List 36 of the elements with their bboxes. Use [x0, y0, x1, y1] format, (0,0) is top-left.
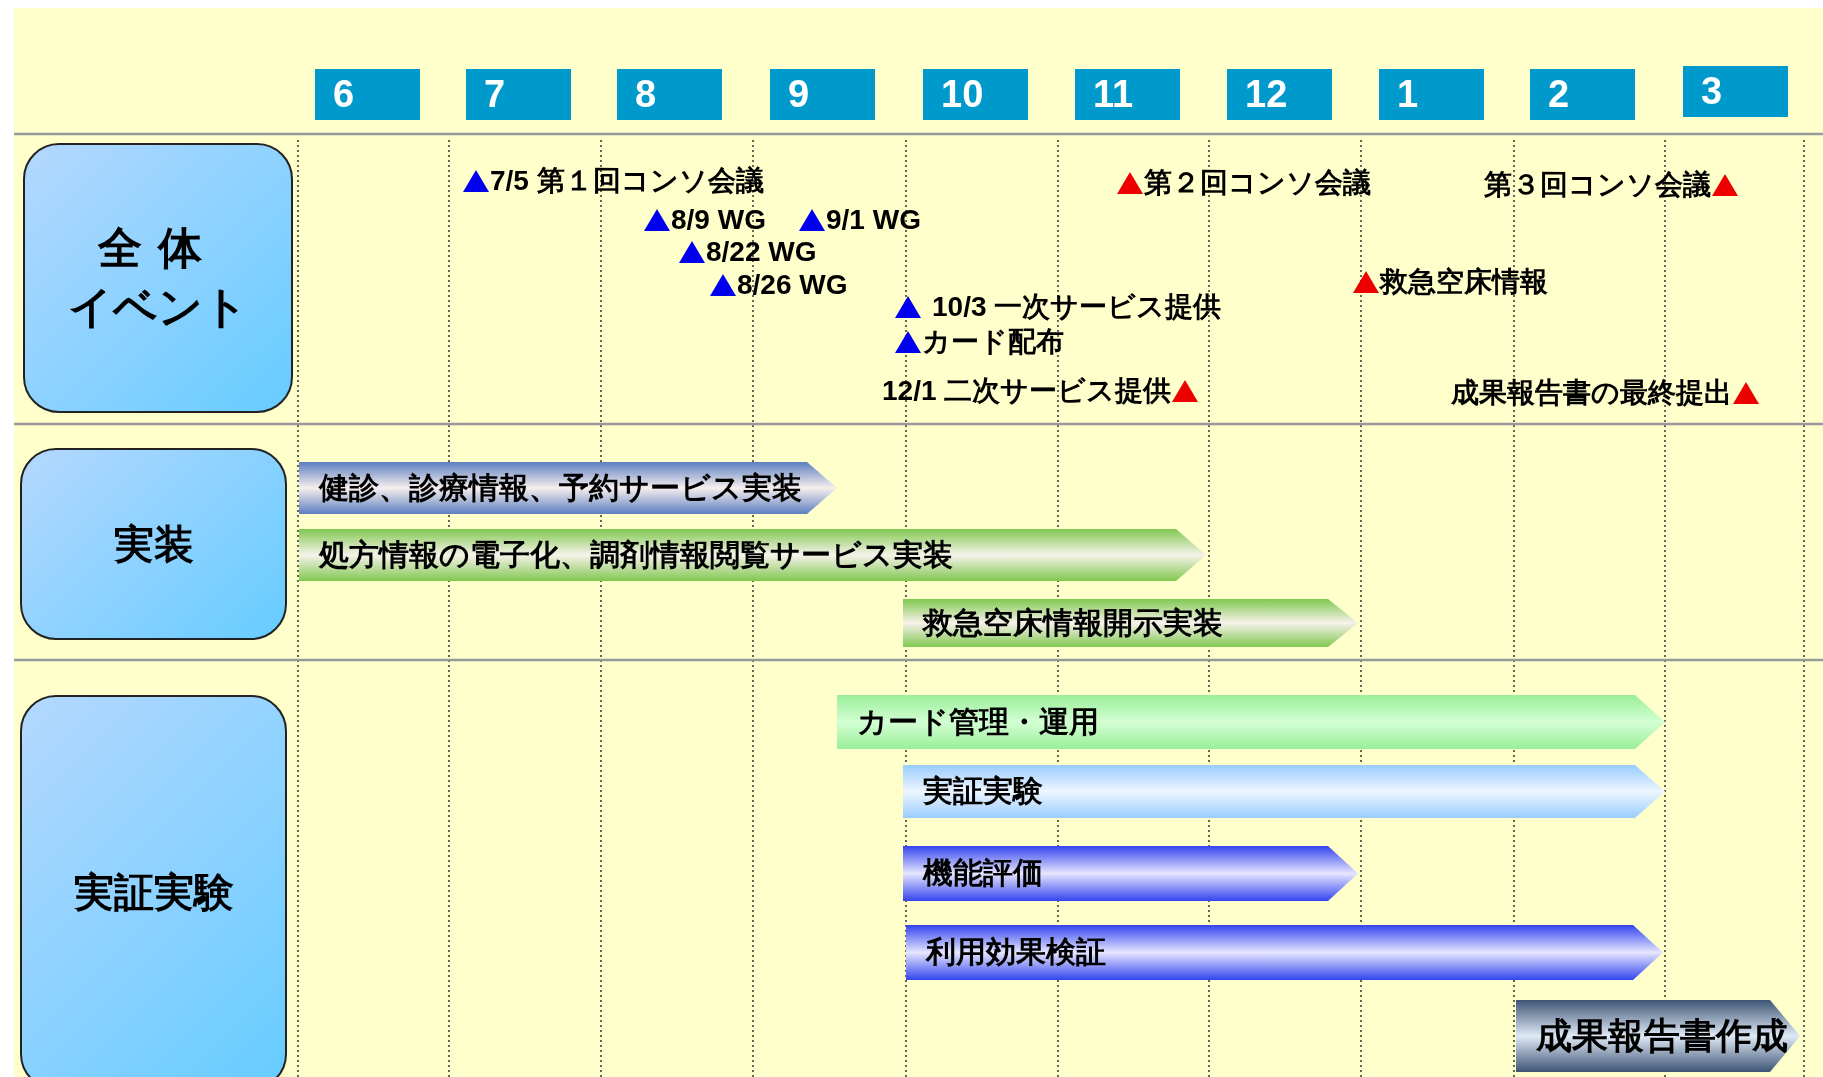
task-bar: 救急空床情報開示実装 [903, 599, 1358, 647]
month-header: 1 [1379, 69, 1484, 120]
milestone-label: 8/22 WG [706, 236, 817, 268]
row-header-box [20, 695, 287, 1077]
task-bar: カード管理・運用 [837, 695, 1665, 749]
task-bar: 処方情報の電子化、調剤情報閲覧サービス実装 [299, 529, 1206, 581]
task-bar: 利用効果検証 [906, 925, 1663, 980]
month-header: 10 [923, 69, 1028, 120]
milestone-label: 成果報告書の最終提出 [1451, 376, 1732, 410]
row-header-text: 実証実験 [73, 869, 234, 916]
milestone-label: 第２回コンソ会議 [1144, 166, 1371, 200]
month-header: 9 [770, 69, 875, 120]
month-header: 3 [1683, 66, 1788, 117]
milestone-label: 10/3 一次サービス提供 [932, 290, 1222, 324]
milestone-label: 第３回コンソ会議 [1484, 168, 1711, 202]
milestone-label: 9/1 WG [826, 204, 921, 236]
row-header-box [20, 448, 287, 640]
task-bar: 実証実験 [903, 765, 1665, 818]
month-header: 11 [1075, 69, 1180, 120]
milestone-label: 8/26 WG [737, 269, 848, 301]
row-header-text: 実装 [113, 520, 194, 568]
milestone-label: 救急空床情報 [1380, 265, 1548, 299]
month-header: 2 [1530, 69, 1635, 120]
task-bar: 機能評価 [903, 846, 1358, 901]
milestone-label: 7/5 第１回コンソ会議 [490, 164, 764, 198]
task-bar: 成果報告書作成 [1516, 1000, 1800, 1072]
month-header: 8 [617, 69, 722, 120]
task-bar: 健診、診療情報、予約サービス実装 [299, 462, 837, 514]
month-header: 12 [1227, 69, 1332, 120]
milestone-label: 12/1 二次サービス提供 [882, 374, 1172, 408]
milestone-label: 8/9 WG [671, 204, 766, 236]
row-header-box [23, 143, 293, 413]
row-header-text: 全体イベント [68, 222, 248, 333]
milestone-label: カード配布 [922, 325, 1064, 359]
month-header: 7 [466, 69, 571, 120]
month-header: 6 [315, 69, 420, 120]
